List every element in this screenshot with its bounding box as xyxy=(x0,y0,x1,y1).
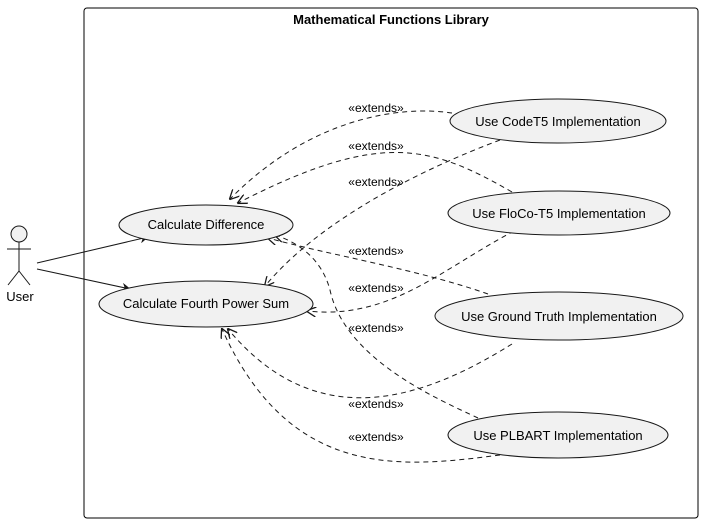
use-case-plbart[interactable]: Use PLBART Implementation xyxy=(447,411,669,459)
use-case-label: Use Ground Truth Implementation xyxy=(461,309,657,324)
extends-floco-to-fourth xyxy=(307,230,515,312)
use-case-label: Use FloCo-T5 Implementation xyxy=(472,206,645,221)
actor-label: User xyxy=(6,289,34,304)
extends-plbart-to-diff xyxy=(275,235,479,419)
association-user-calc-diff xyxy=(36,234,149,264)
extends-label: «extends» xyxy=(348,244,404,258)
use-case-calc-diff[interactable]: Calculate Difference xyxy=(118,204,294,246)
extends-edges xyxy=(222,110,515,463)
extends-codet5-to-diff xyxy=(230,110,453,199)
extends-label: «extends» xyxy=(348,101,404,115)
system-title: Mathematical Functions Library xyxy=(293,12,490,27)
extends-codet5-to-fourth xyxy=(265,139,501,286)
extends-floco-to-diff xyxy=(238,152,513,203)
use-case-label: Calculate Fourth Power Sum xyxy=(123,296,289,311)
extends-label: «extends» xyxy=(348,430,404,444)
extends-labels: «extends» «extends» «extends» «extends» … xyxy=(348,101,404,444)
actor-head xyxy=(10,225,28,243)
extends-label: «extends» xyxy=(348,175,404,189)
use-case-label: Use CodeT5 Implementation xyxy=(475,114,640,129)
actor-user[interactable]: User xyxy=(6,225,34,304)
use-case-floco[interactable]: Use FloCo-T5 Implementation xyxy=(447,190,671,236)
extends-ground-to-diff xyxy=(268,238,489,295)
use-case-codet5[interactable]: Use CodeT5 Implementation xyxy=(449,98,667,144)
extends-label: «extends» xyxy=(348,281,404,295)
actor-left-leg xyxy=(7,270,20,286)
extends-plbart-to-fourth xyxy=(222,329,501,463)
extends-ground-to-fourth xyxy=(228,329,513,399)
use-case-label: Use PLBART Implementation xyxy=(473,428,642,443)
extends-label: «extends» xyxy=(348,397,404,411)
extends-label: «extends» xyxy=(348,321,404,335)
actor-right-leg xyxy=(18,270,31,286)
association-user-calc-fourth xyxy=(36,268,131,292)
use-case-calc-fourth[interactable]: Calculate Fourth Power Sum xyxy=(98,280,314,328)
use-case-ground[interactable]: Use Ground Truth Implementation xyxy=(434,291,684,341)
use-case-label: Calculate Difference xyxy=(148,217,265,232)
extends-label: «extends» xyxy=(348,139,404,153)
